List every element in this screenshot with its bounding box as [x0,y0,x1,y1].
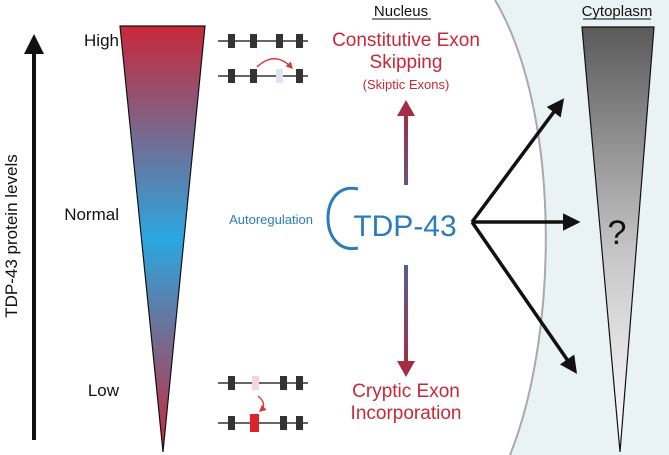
low-outcome-line1: Cryptic Exon [352,381,460,402]
protein-level-wedge [119,25,206,453]
level-normal-label: Normal [64,205,119,224]
autoregulation-loop [326,186,359,250]
skip-splice-arrow [256,58,293,70]
level-double-arrow [352,100,462,377]
export-arrow-up [470,98,565,224]
tdp43-label: TDP-43 [353,210,456,243]
high-outcome-subtitle: (Skiptic Exons) [363,77,450,92]
cytoplasm-unknown: ? [608,214,627,252]
level-low-label: Low [88,381,120,400]
low-outcome-line2: Incorporation [351,403,462,424]
high-outcome-line1: Constitutive Exon [332,30,480,51]
axis-label: TDP-43 protein levels [2,154,21,317]
level-high-label: High [84,31,119,50]
export-arrows [470,98,581,374]
cryptic-splice-arrow [257,395,267,412]
exon-diagram-low-cryptic [218,395,308,432]
exon-diagram-high-constitutive [218,34,308,48]
export-arrow-down [470,221,577,374]
exon-diagram-high-skipping [218,58,308,83]
nucleus-title: Nucleus [374,3,428,20]
cytoplasm-wedge [581,26,655,453]
autoregulation-label: Autoregulation [229,212,313,227]
cytoplasm-title: Cytoplasm [582,3,653,20]
high-outcome-line2: Skipping [370,52,443,73]
exon-diagram-low-normal [218,376,308,390]
